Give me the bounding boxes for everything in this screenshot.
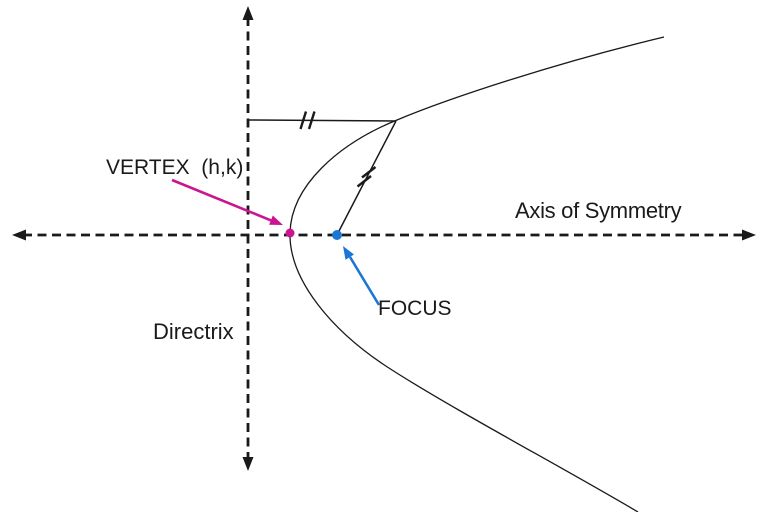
vertex-point	[285, 228, 295, 238]
parabola-curve	[289, 36, 665, 512]
axis-right-arrowhead	[742, 229, 756, 241]
directrix-top-arrowhead	[242, 6, 254, 20]
axis-left-arrowhead	[12, 229, 26, 241]
directrix-label: Directrix	[153, 319, 234, 344]
equal-distance-ticks-slanted	[356, 166, 377, 188]
segment-parabola-point-to-focus	[338, 120, 397, 232]
focus-annotation-arrow	[343, 246, 381, 306]
segment-directrix-to-parabola-point	[248, 119, 397, 122]
equal-distance-ticks-horizontal	[299, 111, 316, 130]
directrix-line	[242, 6, 254, 471]
focus-label: FOCUS	[378, 297, 452, 320]
directrix-bottom-arrowhead	[242, 457, 254, 471]
focus-arrowhead	[343, 246, 354, 260]
vertex-label: VERTEX (h,k)	[106, 156, 244, 179]
axis-of-symmetry-line	[12, 229, 756, 241]
axis-of-symmetry-label: Axis of Symmetry	[515, 198, 682, 223]
vertex-annotation-arrow	[171, 178, 283, 225]
vertex-arrowhead	[269, 215, 283, 225]
focus-point	[332, 230, 342, 240]
